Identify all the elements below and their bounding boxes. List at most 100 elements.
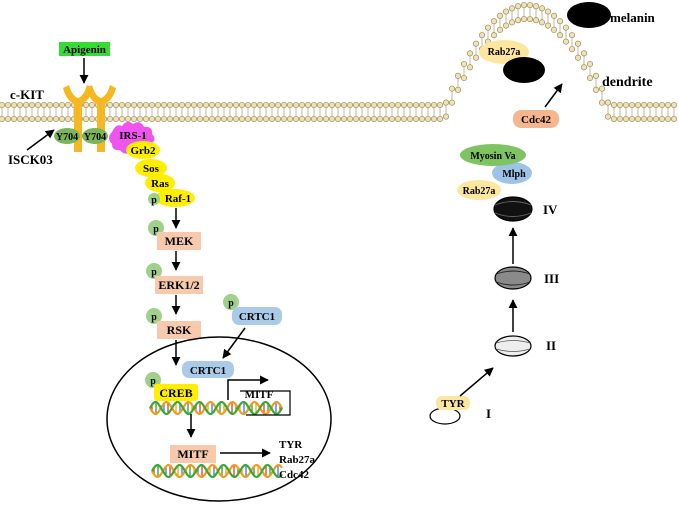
apigenin-label: Apigenin — [63, 44, 106, 56]
lipid-head — [388, 115, 396, 123]
lipid-head — [196, 101, 204, 109]
lipid-head — [274, 101, 282, 109]
lipid-head — [4, 115, 12, 123]
lipid-head — [22, 115, 30, 123]
lipid-head — [352, 115, 360, 123]
lipid-head — [436, 115, 444, 123]
site-right-label: Y704 — [84, 132, 106, 143]
melanosome-stage-4 — [493, 196, 533, 222]
lipid-head — [154, 101, 162, 109]
lipid-head — [640, 101, 648, 109]
myosin-va-label: Myosin Va — [470, 151, 515, 162]
target-tyr: TYR — [279, 439, 303, 451]
crtc1-cyto-label: CRTC1 — [239, 311, 275, 323]
lipid-head — [490, 18, 498, 25]
lipid-head — [670, 101, 678, 109]
lipid-head — [226, 115, 234, 123]
lipid-head — [82, 115, 90, 123]
phospho-site-left — [54, 128, 80, 144]
lipid-head — [454, 86, 462, 93]
lipid-head — [394, 115, 402, 123]
lipid-head — [604, 113, 612, 120]
mek-phospho-label: p — [153, 224, 159, 235]
backbone — [151, 463, 283, 479]
stage-4-label: IV — [543, 202, 558, 217]
lipid-head — [130, 101, 138, 109]
crtc1-cyto-phospho — [223, 294, 239, 310]
lipid-head — [418, 101, 426, 109]
lipid-head — [238, 115, 246, 123]
lipid-head — [520, 16, 528, 23]
lipid-head — [256, 115, 264, 123]
lipid-head — [460, 60, 468, 68]
lipid-head — [58, 101, 66, 109]
lipid-head — [178, 101, 186, 109]
lipid-head — [406, 101, 414, 109]
lipid-head — [436, 101, 444, 109]
lipid-head — [562, 24, 570, 31]
lipid-head — [16, 101, 24, 109]
lipid-head — [232, 101, 240, 109]
lipid-head — [424, 115, 432, 123]
lipid-head — [376, 115, 384, 123]
ras-label: Ras — [151, 178, 169, 190]
lipid-head — [670, 115, 678, 123]
lipid-head — [490, 32, 498, 39]
lipid-head — [610, 115, 618, 123]
lipid-head — [292, 101, 300, 109]
lipid-head — [484, 24, 492, 31]
crtc1-cyto-box — [232, 307, 282, 325]
mek-box — [157, 232, 201, 250]
isck03-arrow — [26, 129, 55, 151]
lipid-head — [622, 115, 630, 123]
lipid-head — [106, 115, 114, 123]
lipid-head — [184, 101, 192, 109]
lipid-head — [346, 101, 354, 109]
stage-1-label: I — [486, 406, 491, 421]
lipid-head — [520, 2, 528, 9]
lipid-head — [358, 101, 366, 109]
lipid-head — [544, 22, 552, 29]
lipid-head — [556, 18, 564, 25]
melanin-label: melanin — [610, 10, 656, 25]
lipid-head — [634, 115, 642, 123]
dna-strand-lower — [151, 463, 283, 479]
lipid-head — [334, 101, 342, 109]
lipid-head — [454, 72, 462, 79]
lipid-head — [496, 26, 504, 33]
lipid-head — [526, 2, 534, 9]
nucleus — [106, 336, 332, 502]
lipid-head — [244, 101, 252, 109]
lipid-head — [544, 8, 552, 15]
lipid-head — [220, 115, 228, 123]
lipid-head — [286, 101, 294, 109]
lipid-head — [268, 115, 276, 123]
lipid-head — [652, 115, 660, 123]
lipid-head — [388, 101, 396, 109]
lipid-head — [628, 115, 636, 123]
lipid-head — [394, 101, 402, 109]
lipid-head — [34, 101, 42, 109]
lipid-head — [532, 3, 540, 10]
lipid-head — [142, 101, 150, 109]
lipid-head — [304, 115, 312, 123]
lipid-head — [166, 115, 174, 123]
lipid-head — [58, 115, 66, 123]
lipid-head — [664, 101, 672, 109]
lipid-head — [424, 101, 432, 109]
erk-label: ERK1/2 — [158, 278, 199, 292]
lipid-head — [646, 115, 654, 123]
transcription-start-arrow — [227, 375, 269, 400]
mek-label: MEK — [165, 234, 194, 248]
raf1-phospho — [148, 193, 160, 205]
lipid-head — [124, 101, 132, 109]
lipid-head — [148, 115, 156, 123]
rab27a-dendrite-label: Rab27a — [488, 47, 521, 58]
lipid-head — [202, 115, 210, 123]
mitf-protein-box — [170, 445, 216, 463]
lipid-head — [658, 115, 666, 123]
melanin-granule-in-dendrite — [503, 57, 545, 83]
erk-phospho-label: p — [151, 267, 157, 278]
lipid-head — [478, 32, 486, 39]
